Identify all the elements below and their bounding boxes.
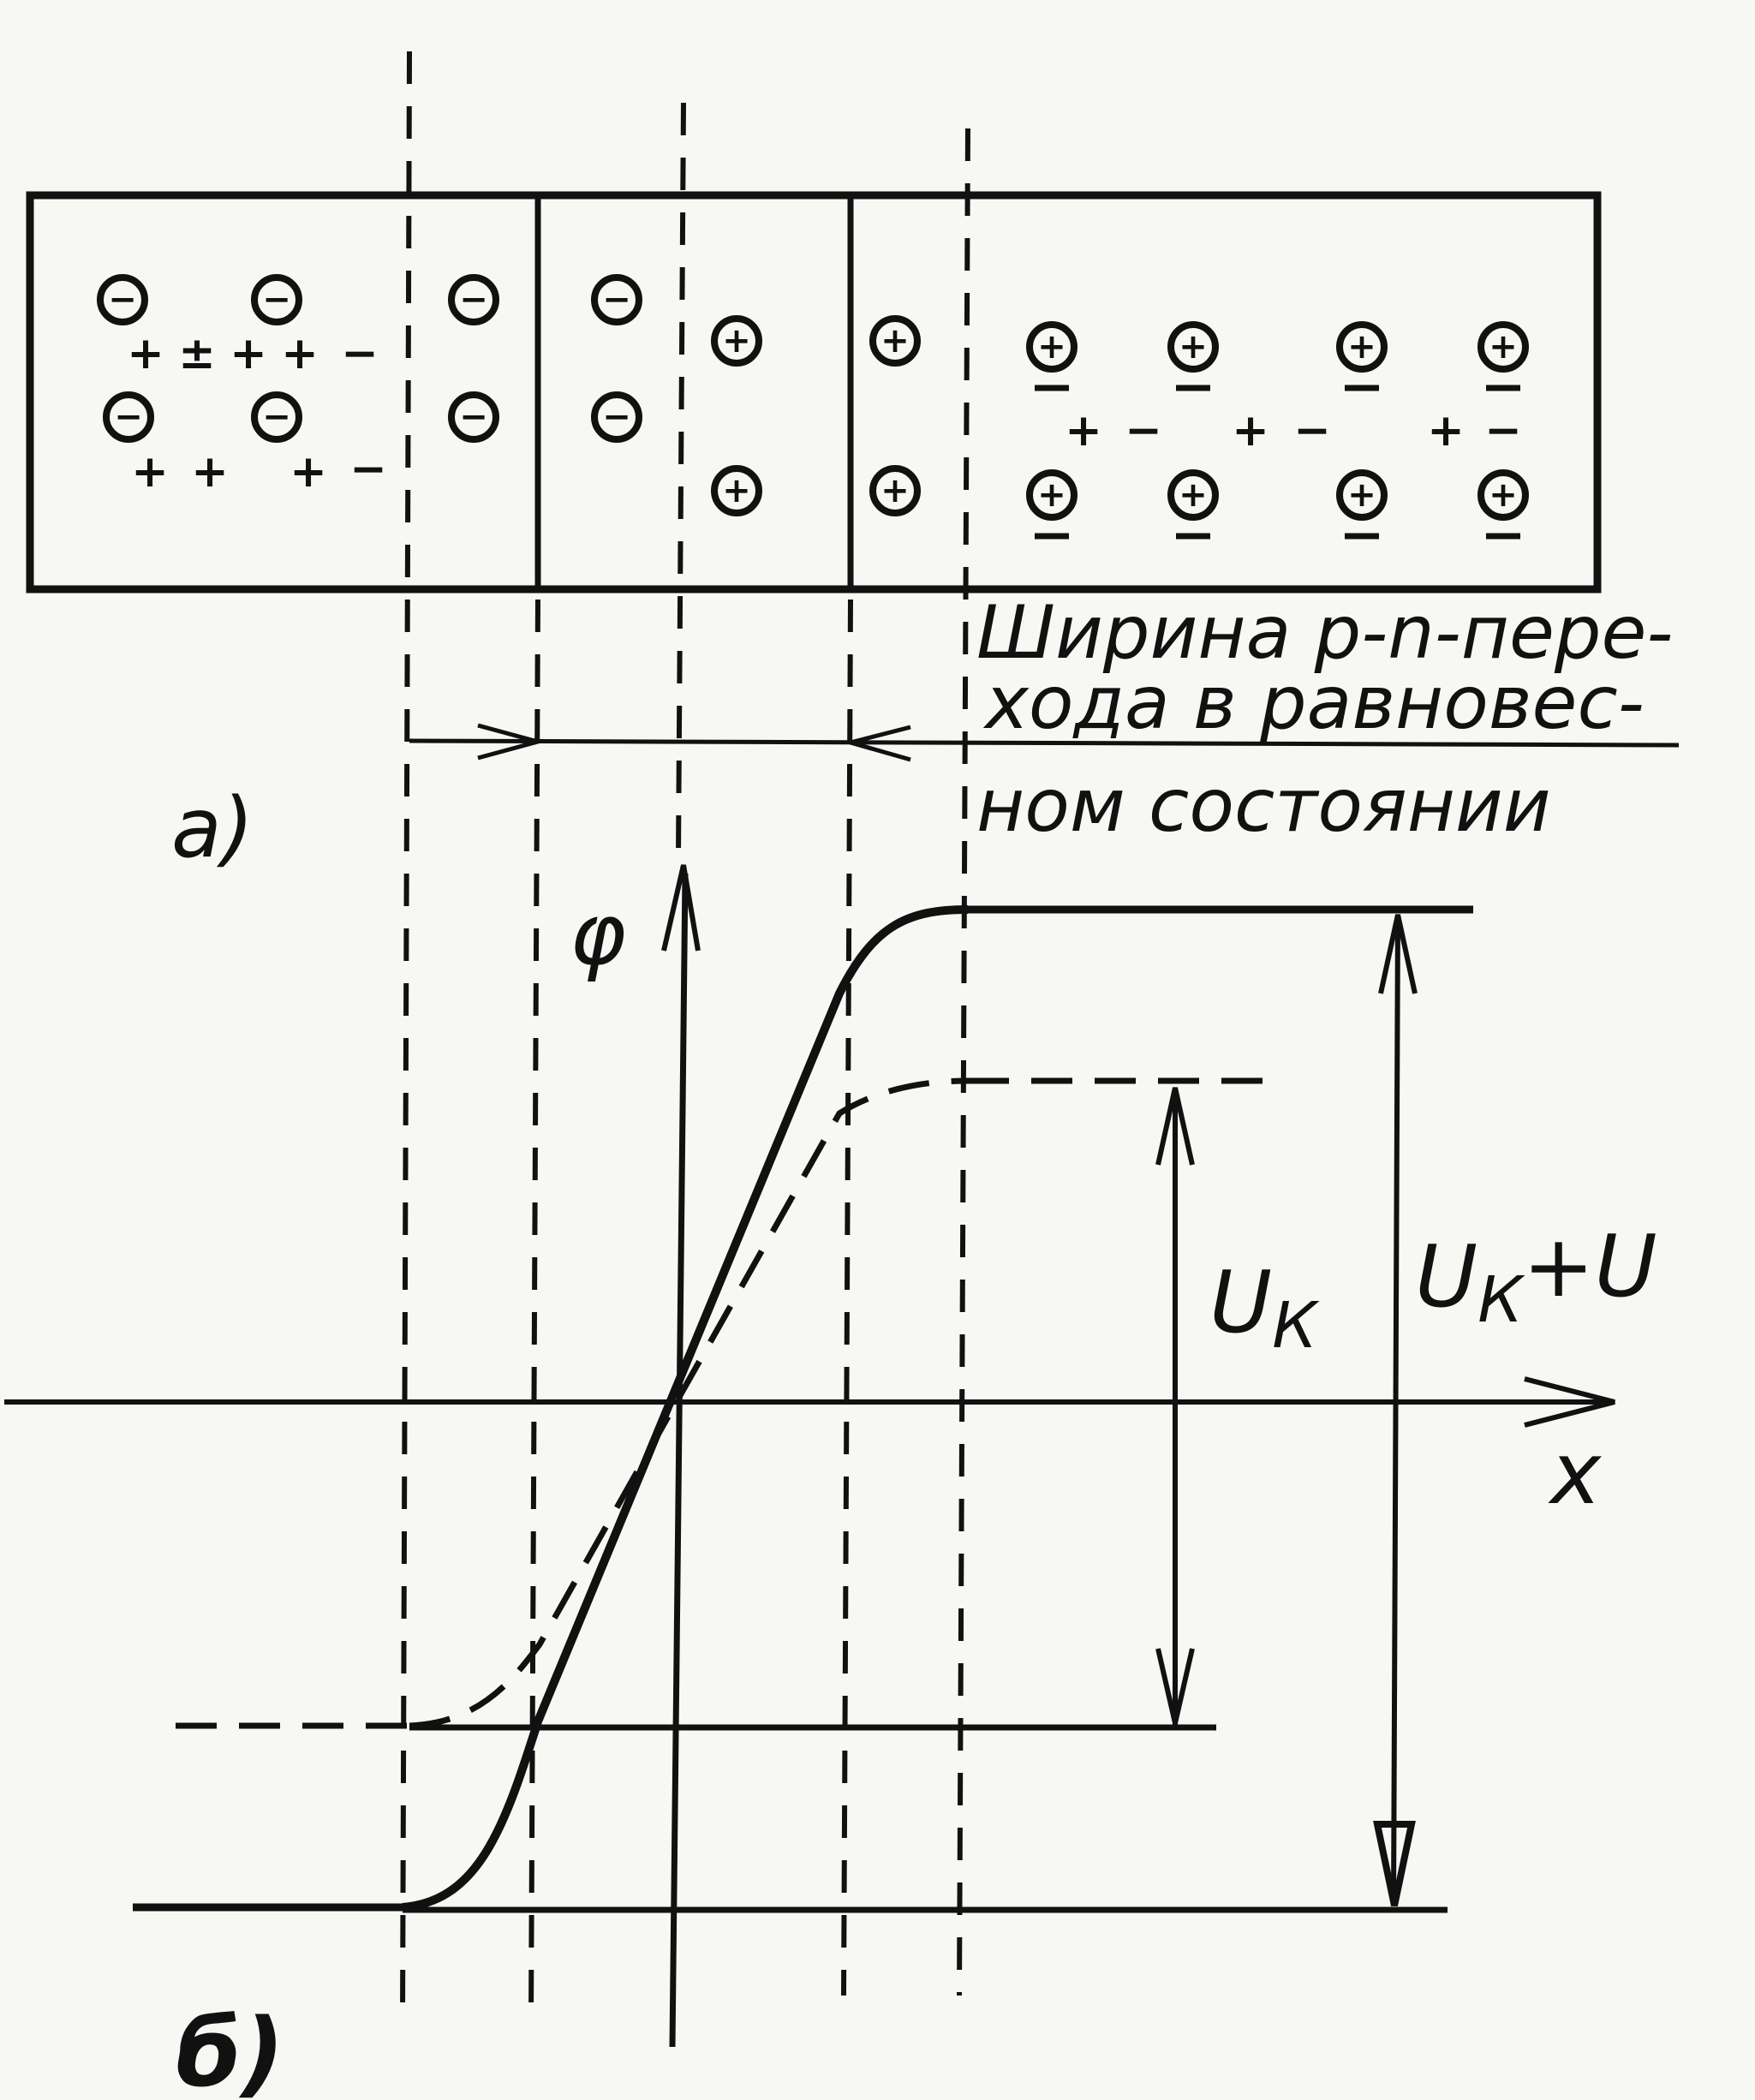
width-annotation: Ширина р-n-пере- хода в равновес- ном со…	[976, 590, 1673, 849]
x-axis-label: x	[1548, 1423, 1603, 1524]
acceptor-ion-icon: −	[591, 391, 642, 443]
hole-electron-pair: ±	[178, 328, 216, 379]
guide-line-3	[676, 102, 686, 857]
uk-arrow-up	[1155, 1087, 1195, 1166]
svg-text:−: −	[602, 397, 631, 437]
uku-label: UК+U	[1415, 1216, 1657, 1337]
uk-label: UК	[1209, 1252, 1320, 1363]
phi-axis-label: φ	[570, 884, 626, 984]
donor-ion-icon: +	[869, 315, 921, 367]
hole-carrier: +	[131, 446, 169, 498]
svg-text:+: +	[880, 321, 910, 361]
donor-ion-icon: +	[1336, 321, 1388, 391]
acceptor-ion-icon: −	[591, 274, 642, 325]
svg-text:+: +	[880, 471, 910, 510]
donor-ion-icon: +	[869, 465, 921, 516]
hole-carrier: +	[230, 328, 267, 379]
electron-carrier: −	[1484, 405, 1522, 456]
part-b-label: б)	[176, 1998, 284, 2100]
hole-carrier: +	[1232, 405, 1269, 456]
potential-graph: φ x UК UК+U	[4, 864, 1657, 2048]
svg-text:+: +	[1179, 475, 1208, 515]
electron-carrier: −	[1293, 405, 1331, 456]
junction-width-dimension	[409, 723, 1680, 762]
svg-text:−: −	[262, 397, 291, 437]
uk-arrow-down	[1155, 1648, 1195, 1724]
hole-carrier: +	[1065, 405, 1102, 456]
width-annotation-line-1: Ширина р-n-пере-	[976, 590, 1673, 676]
guide-line-2	[528, 599, 540, 2022]
acceptor-ion-icon: −	[448, 274, 499, 325]
donor-ion-icon: +	[1167, 469, 1219, 540]
donor-ion-icon: +	[1167, 321, 1219, 391]
ion-group: −−−−−−−−++++++++++++	[97, 274, 1529, 540]
arrow-right-head	[477, 723, 546, 761]
hole-carrier: +	[127, 328, 164, 379]
svg-text:+: +	[1347, 327, 1376, 367]
electron-carrier: −	[341, 328, 379, 379]
uku-arrow-down	[1373, 1821, 1416, 1906]
width-annotation-line-2: хода в равновес-	[982, 660, 1645, 746]
svg-text:+: +	[1037, 475, 1066, 515]
svg-text:−: −	[108, 280, 137, 319]
hole-carrier: +	[281, 328, 319, 379]
acceptor-ion-icon: −	[97, 274, 148, 325]
donor-ion-icon: +	[711, 465, 762, 516]
potential-curve-biased	[402, 905, 969, 1912]
svg-text:+: +	[1347, 475, 1376, 515]
acceptor-ion-icon: −	[251, 391, 302, 443]
acceptor-ion-icon: −	[251, 274, 302, 325]
donor-ion-icon: +	[1026, 469, 1077, 540]
crystal-panel: −−−−−−−−++++++++++++ ++++++−−±+++−−−	[26, 191, 1602, 594]
uku-dimension-line	[1391, 916, 1400, 1906]
acceptor-ion-icon: −	[448, 391, 499, 443]
crystal-outline	[26, 191, 1602, 594]
hole-carrier: +	[290, 446, 327, 498]
width-line	[409, 738, 1680, 748]
potential-curve-equilibrium	[409, 1077, 969, 1729]
guide-line-5	[957, 128, 970, 1996]
svg-text:−: −	[459, 397, 488, 437]
svg-text:−: −	[602, 280, 631, 319]
svg-text:+: +	[722, 471, 751, 510]
arrow-left-head	[842, 725, 911, 762]
phi-axis-arrowhead	[661, 864, 701, 952]
svg-text:−: −	[262, 280, 291, 319]
acceptor-ion-icon: −	[103, 391, 154, 443]
svg-text:+: +	[1179, 327, 1208, 367]
donor-ion-icon: +	[1477, 321, 1529, 391]
x-axis-arrowhead	[1524, 1376, 1615, 1428]
svg-text:−: −	[114, 397, 143, 437]
width-annotation-line-3: ном состоянии	[976, 763, 1551, 849]
phi-axis	[669, 873, 689, 2048]
donor-ion-icon: +	[1336, 469, 1388, 540]
electron-carrier: −	[1125, 405, 1162, 456]
electron-carrier: −	[349, 444, 387, 495]
donor-ion-icon: +	[1477, 469, 1529, 540]
guide-line-4	[841, 599, 853, 1996]
donor-ion-icon: +	[1026, 321, 1077, 391]
carrier-group: ++++++−−±+++−−−	[127, 328, 1522, 498]
guide-lines	[400, 51, 970, 2022]
svg-text:+: +	[1489, 327, 1518, 367]
part-a-label: а)	[171, 780, 254, 876]
donor-ion-icon: +	[711, 315, 762, 367]
svg-text:−: −	[459, 280, 488, 319]
uku-arrow-up	[1378, 914, 1418, 994]
svg-text:+: +	[1489, 475, 1518, 515]
hole-carrier: +	[1427, 405, 1465, 456]
svg-text:+: +	[722, 321, 751, 361]
hole-carrier: +	[191, 446, 229, 498]
svg-text:+: +	[1037, 327, 1066, 367]
